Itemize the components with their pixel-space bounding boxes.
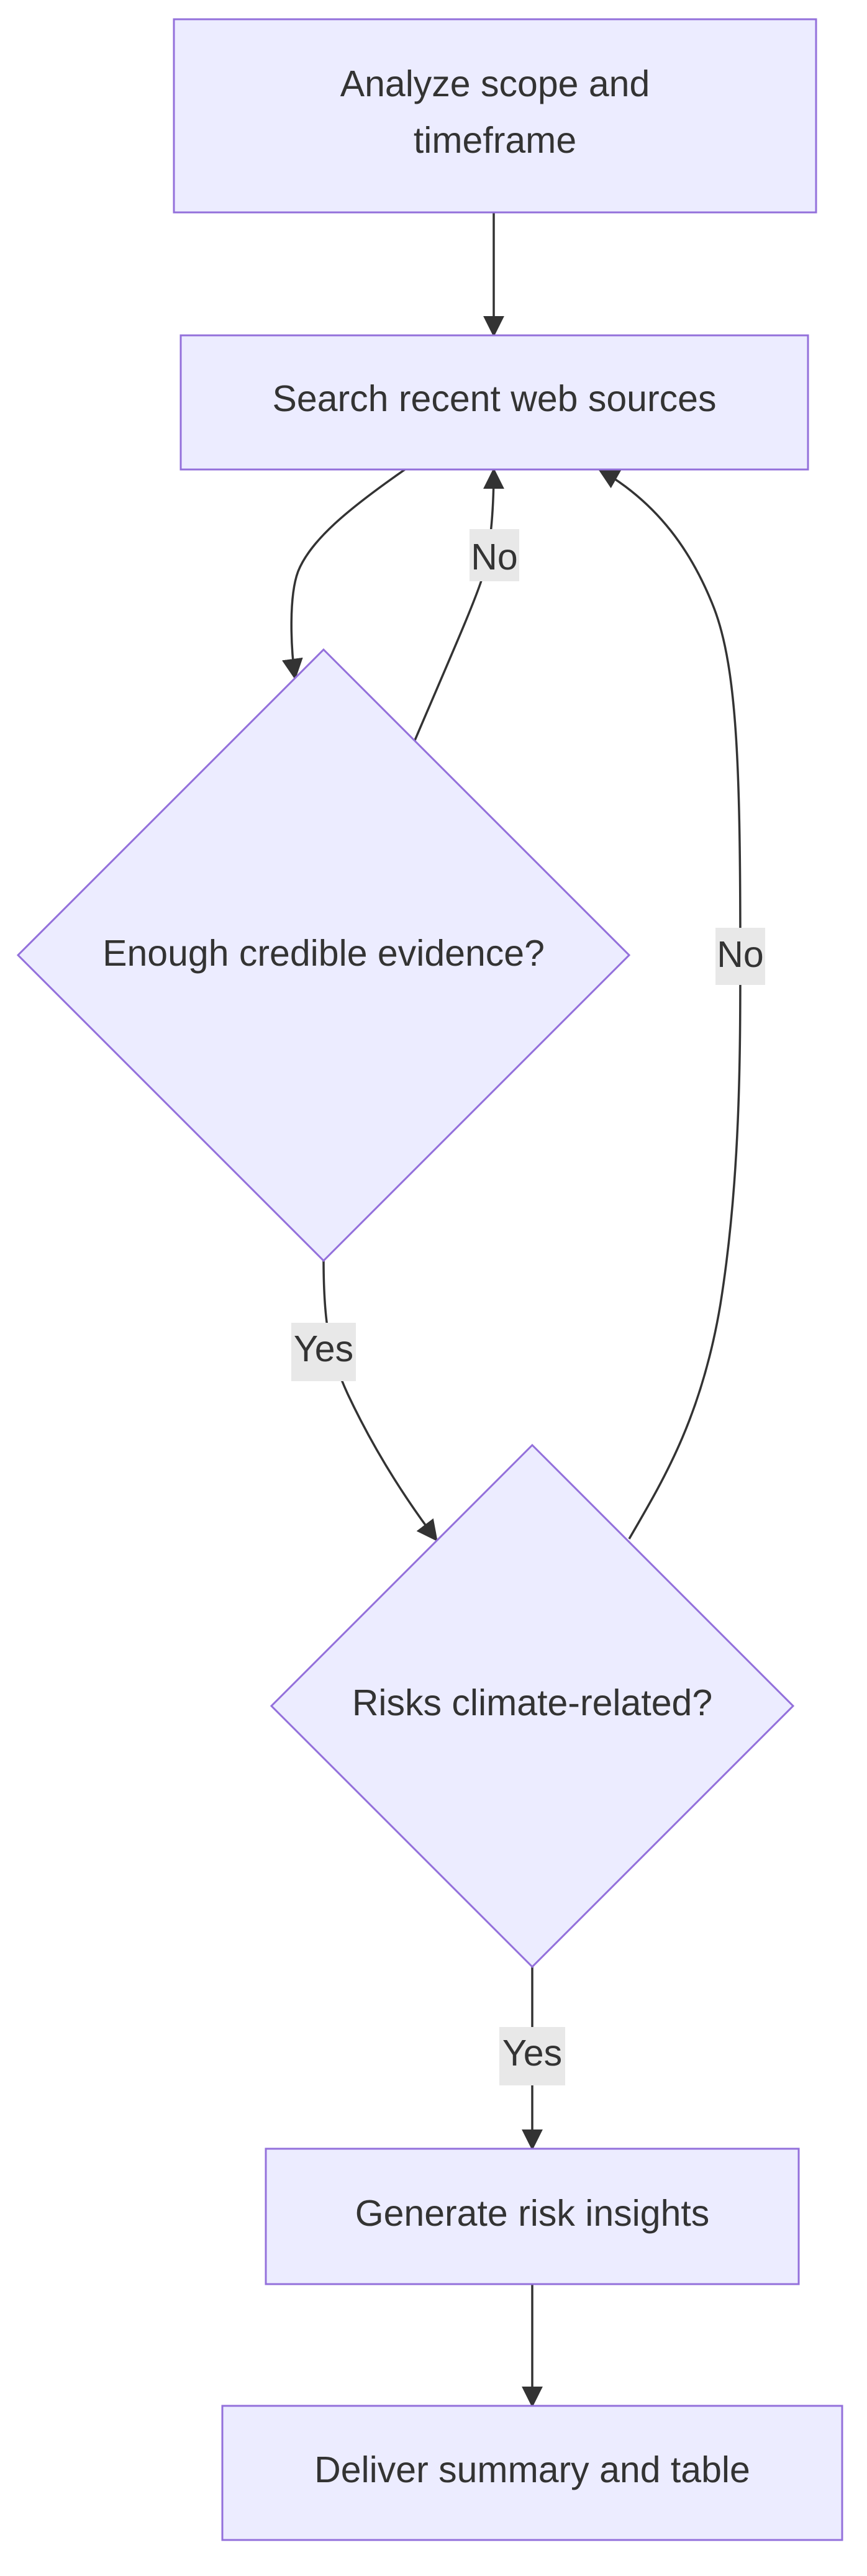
svg-text:Yes: Yes (502, 2033, 562, 2074)
node-search-sources: Search recent web sources (179, 334, 809, 471)
node-generate-insights: Generate risk insights (265, 2147, 800, 2285)
svg-text:Deliver summary and table: Deliver summary and table (314, 2449, 750, 2490)
edge-evidence-yes-to-climate (322, 1259, 438, 1542)
svg-text:Risks climate-related?: Risks climate-related? (352, 1682, 712, 1723)
svg-text:Yes: Yes (294, 1328, 353, 1369)
svg-text:Generate risk insights: Generate risk insights (355, 2193, 710, 2234)
svg-text:Analyze scope and: Analyze scope and (340, 63, 650, 104)
node-analyze-scope: Analyze scope and timeframe (173, 18, 817, 214)
edge-label-climate-no: No (715, 928, 765, 985)
edge-search-to-evidence (281, 468, 406, 680)
svg-text:No: No (717, 934, 763, 975)
edge-evidence-no-to-search (414, 468, 504, 741)
edge-label-climate-yes: Yes (499, 2027, 565, 2085)
svg-text:Search recent web sources: Search recent web sources (273, 378, 717, 419)
node-evidence-decision: Enough credible evidence? (16, 648, 631, 1263)
edge-label-evidence-yes: Yes (291, 1323, 356, 1381)
node-deliver-summary: Deliver summary and table (221, 2405, 843, 2541)
edge-label-evidence-no: No (470, 529, 519, 581)
svg-text:Enough credible evidence?: Enough credible evidence? (102, 933, 545, 974)
edge-climate-no-to-search (597, 468, 742, 1540)
svg-text:No: No (471, 537, 517, 578)
svg-text:timeframe: timeframe (414, 120, 576, 161)
node-climate-decision: Risks climate-related? (270, 1443, 795, 1969)
